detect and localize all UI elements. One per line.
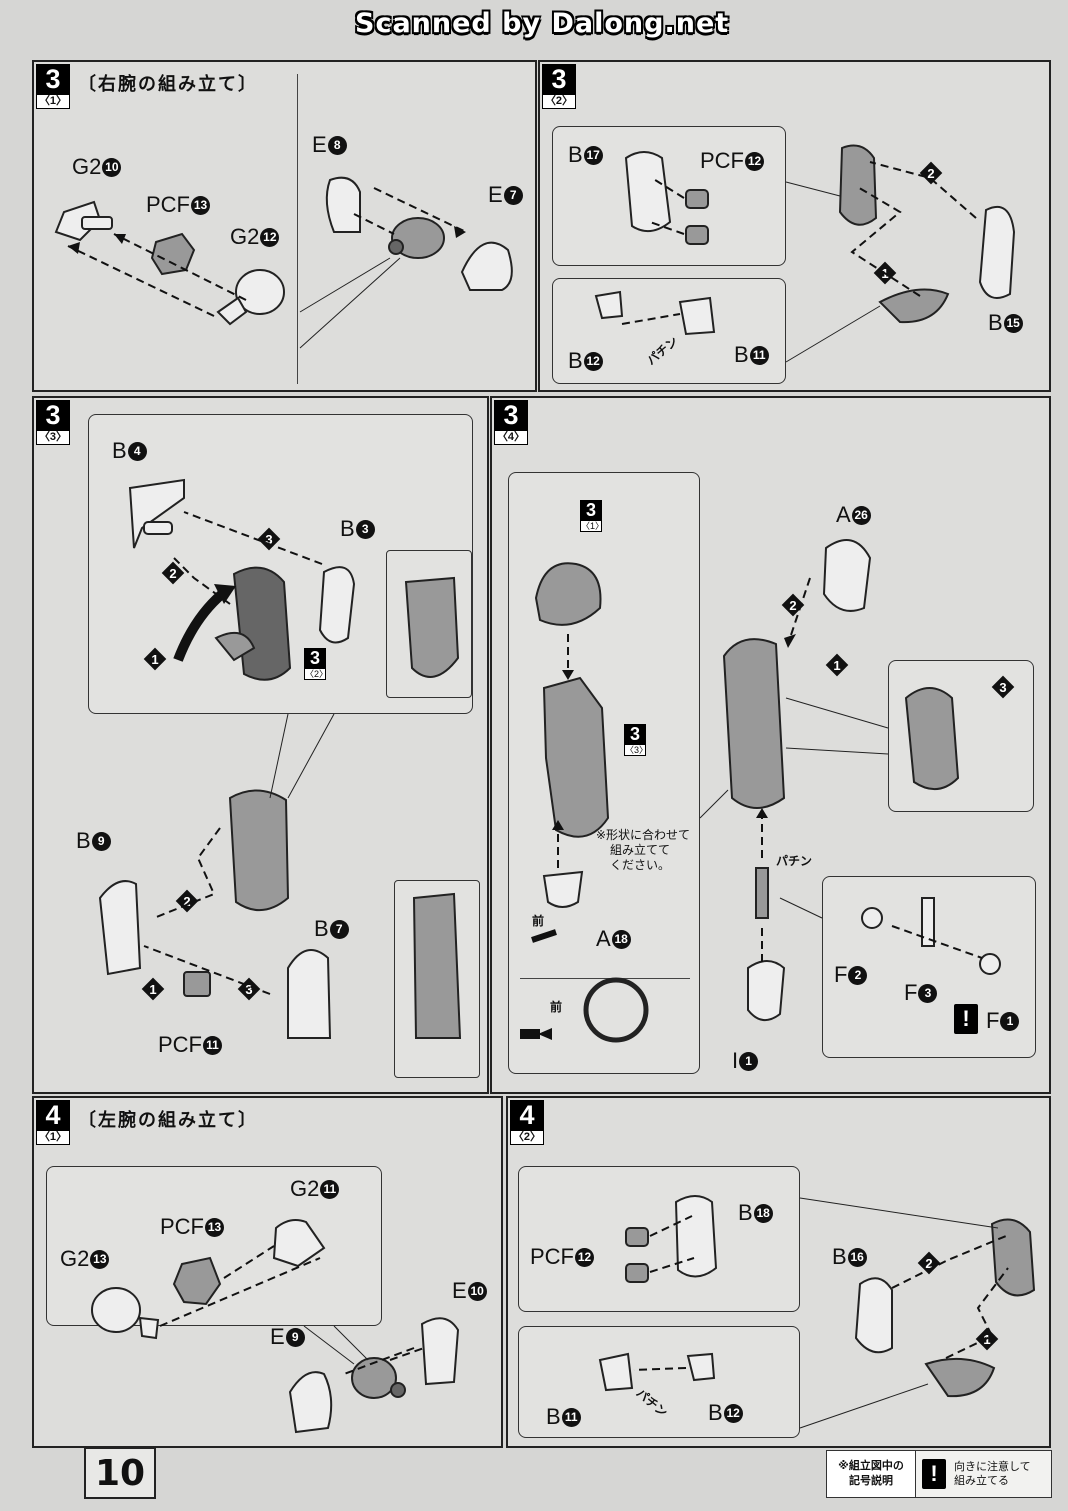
order-marker-3b: 3 [238, 978, 260, 1000]
parts-diagram-3-1 [54, 176, 513, 349]
step-badge: 4 〈1〉 [36, 1100, 70, 1145]
scan-watermark: Scanned by Dalong.net [355, 8, 730, 39]
caution-icon: ! [954, 1004, 978, 1034]
step-badge: 3 〈3〉 [36, 400, 70, 445]
divider [297, 74, 298, 384]
legend-entry: ! 向きに注意して組み立てる [916, 1450, 1052, 1498]
click-sound-label: パチン [776, 854, 813, 868]
legend-caption: ※組立図中の記号説明 [826, 1450, 916, 1498]
front-label-ring: 前 [550, 1000, 563, 1014]
parts-diagram-4-2 [598, 1195, 1036, 1429]
parts-diagram-3-2 [594, 144, 1016, 363]
step-sub: 〈2〉 [542, 94, 576, 109]
assembly-note: ※形状に合わせて 組み立てて ください。 [596, 828, 691, 872]
order-marker-1: 1 [826, 654, 848, 676]
step-number: 3 [36, 400, 70, 430]
step-sub: 〈1〉 [36, 94, 70, 109]
step-number: 3 [36, 64, 70, 94]
step-sub: 〈3〉 [36, 430, 70, 445]
divider [520, 978, 690, 979]
step-number: 3 [542, 64, 576, 94]
parts-diagram-4-1 [91, 1219, 460, 1434]
order-marker-1: 1 [144, 648, 166, 670]
caution-icon: ! [922, 1459, 946, 1489]
step-badge: 3 〈1〉 [36, 64, 70, 109]
order-marker-3: 3 [992, 676, 1014, 698]
order-marker-2: 2 [920, 162, 942, 184]
parts-diagram-3-4 [520, 539, 1001, 1043]
step-sub: 〈4〉 [494, 430, 528, 445]
page-number: 10 [84, 1447, 156, 1499]
ref-badge-3-1: 3〈1〉 [580, 500, 605, 532]
step-badge: 3 〈2〉 [542, 64, 576, 109]
ref-badge-3-2: 3〈2〉 [304, 648, 329, 680]
detail-box-upper [518, 1166, 800, 1312]
section-title: 〔左腕の組み立て〕 [78, 1110, 258, 1131]
order-marker-2: 2 [782, 594, 804, 616]
order-marker-3: 3 [258, 528, 280, 550]
step-sub: 〈2〉 [510, 1130, 544, 1145]
legend-text: 向きに注意して組み立てる [954, 1461, 1031, 1487]
parts-diagram-3-3 [98, 478, 462, 1039]
step-number: 4 [510, 1100, 544, 1130]
step-badge: 3 〈4〉 [494, 400, 528, 445]
order-marker-2: 2 [162, 562, 184, 584]
section-title: 〔右腕の組み立て〕 [78, 74, 258, 95]
step-sub: 〈1〉 [36, 1130, 70, 1145]
symbol-legend: ※組立図中の記号説明 ! 向きに注意して組み立てる [826, 1450, 1052, 1498]
step-number: 4 [36, 1100, 70, 1130]
order-marker-2b: 2 [176, 890, 198, 912]
step-badge: 4 〈2〉 [510, 1100, 544, 1145]
ref-badge-3-3: 3〈3〉 [624, 724, 649, 756]
front-label: 前 [532, 914, 545, 928]
order-marker-1b: 1 [142, 978, 164, 1000]
step-number: 3 [494, 400, 528, 430]
order-marker-2: 2 [918, 1252, 940, 1274]
